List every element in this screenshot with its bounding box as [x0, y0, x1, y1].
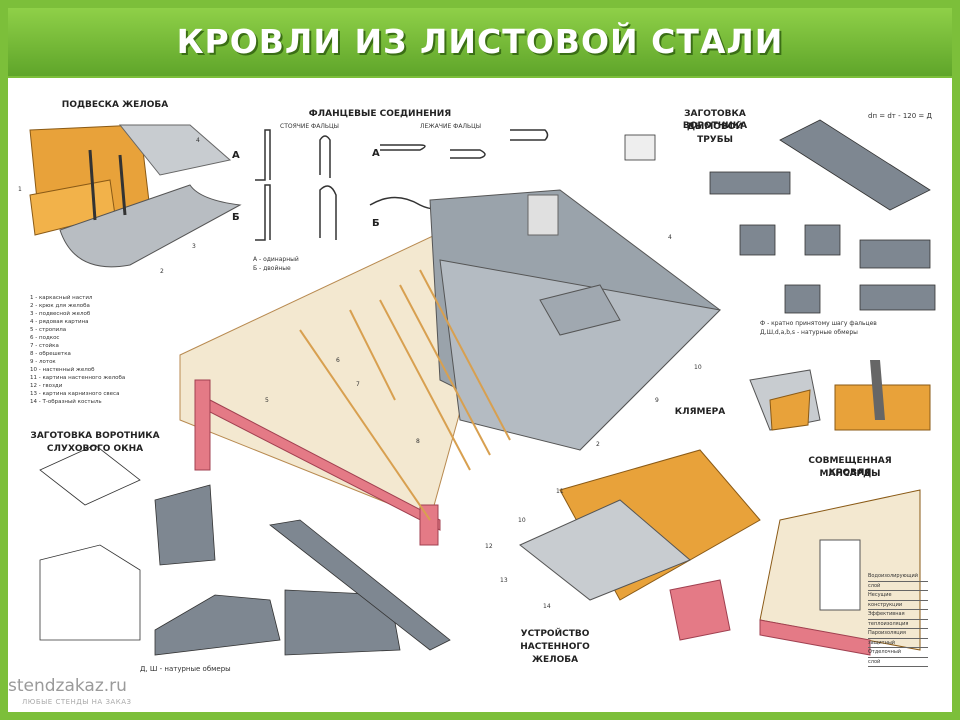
callout-number: 4	[196, 137, 200, 144]
legend-item: 13 - картина карнизного свеса	[30, 391, 120, 397]
watermark-subtitle: ЛЮБЫЕ СТЕНДЫ НА ЗАКАЗ	[22, 698, 132, 706]
legend-item: 4 - рядовая картина	[30, 319, 89, 325]
callout-number: 2	[596, 441, 600, 448]
formula-top: dп = dт - 120 = Д	[868, 112, 932, 120]
watermark: stendzakaz.ru	[8, 676, 127, 696]
cleats-caption: КЛЯМЕРА	[674, 407, 726, 417]
callout-number: 1	[18, 186, 22, 193]
mansard-layer: слой	[868, 658, 928, 667]
callout-number: 7	[356, 381, 360, 388]
lying-label-a: А	[372, 148, 380, 159]
callout-number: 10	[694, 364, 702, 371]
callout-number: 5	[265, 397, 269, 404]
cleats-figure	[749, 360, 931, 431]
legend-item: 8 - обрешетка	[30, 351, 71, 357]
chimney-collar-caption-3: ТРУБЫ	[697, 135, 733, 145]
legend-item: 9 - лоток	[30, 359, 56, 365]
mansard-layer: защитный	[868, 639, 928, 648]
lying-label-b: Б	[372, 218, 380, 229]
dormer-collar-figure	[39, 444, 451, 656]
gutter-hanging-figure	[29, 124, 242, 268]
callout-number: 10	[518, 517, 526, 524]
callout-number: 4	[668, 234, 672, 241]
wall-gutter-figure	[519, 449, 761, 641]
legend-item: 3 - подвесной желоб	[30, 311, 91, 317]
legend-item: 1 - каркасный настил	[30, 295, 93, 301]
mansard-layer: теплоизоляция	[868, 620, 928, 629]
callout-number: 8	[416, 438, 420, 445]
callout-number: 3	[192, 243, 196, 250]
callout-number: 13	[500, 577, 508, 584]
seam-label-a: А	[232, 150, 240, 161]
legend-item: 7 - стойка	[30, 343, 59, 349]
legend-item: 5 - стропила	[30, 327, 67, 333]
chimney-collar-figure	[624, 119, 936, 314]
wall-gutter-caption-3: ЖЕЛОБА	[531, 655, 579, 665]
mansard-caption-1: СОВМЕЩЕННАЯ КРОВЛЯ	[808, 456, 892, 478]
legend-list: 1 - каркасный настил 2 - крюк для желоба…	[30, 294, 125, 406]
mansard-layer: Несущие	[868, 591, 928, 601]
wall-gutter-caption-2: НАСТЕННОГО	[520, 642, 590, 652]
wall-gutter-caption-1: УСТРОЙСТВО	[520, 629, 590, 639]
mansard-caption-2: МАНСАРДЫ	[819, 469, 881, 479]
mansard-layer: Водоизолирующий	[868, 572, 928, 582]
flange-joints-caption: ФЛАНЦЕВЫЕ СОЕДИНЕНИЯ	[308, 109, 452, 119]
legend-item: 12 - гвозди	[30, 383, 63, 389]
dormer-collar-caption-2: СЛУХОВОГО ОКНА	[46, 444, 144, 454]
chimney-collar-caption-2: ДЫМОВОЙ	[687, 122, 743, 132]
callout-number: 14	[543, 603, 551, 610]
callout-number: 12	[485, 543, 493, 550]
legend-item: 14 - Т-образный костыль	[30, 399, 102, 405]
callout-number: 11	[556, 488, 564, 495]
mansard-layer: Эффективная	[868, 610, 928, 620]
mansard-layer: конструкции	[868, 601, 928, 610]
legend-item: 11 - картина настенного желоба	[30, 375, 126, 381]
chimney-collar-caption-1: ЗАГОТОВКА ВОРОТНИКА	[682, 109, 748, 131]
gutter-hanging-caption: ПОДВЕСКА ЖЕЛОБА	[61, 100, 169, 110]
legend-item: 2 - крюк для желоба	[30, 303, 90, 309]
legend-item: 6 - подкос	[30, 335, 60, 341]
formula-note-1: Ф - кратно принятому шагу фальцев	[760, 320, 877, 327]
dormer-note: Д, Ш - натурные обмеры	[140, 665, 231, 673]
house-figure	[179, 189, 722, 546]
legend-item: 10 - настенный желоб	[30, 367, 95, 373]
standing-seams-caption: СТОЯЧИЕ ФАЛЬЦЫ	[280, 123, 339, 130]
formula-note-2: Д,Ш,d,a,b,s - натурные обмеры	[760, 329, 858, 336]
callout-number: 2	[160, 268, 164, 275]
seam-desc-b: Б - двойные	[253, 265, 291, 272]
page-title: КРОВЛИ ИЗ ЛИСТОВОЙ СТАЛИ	[176, 22, 784, 61]
seam-label-b: Б	[232, 212, 240, 223]
title-band: КРОВЛИ ИЗ ЛИСТОВОЙ СТАЛИ	[8, 8, 952, 76]
seam-desc-a: А - одинарный	[253, 256, 299, 263]
dormer-collar-caption-1: ЗАГОТОВКА ВОРОТНИКА	[30, 431, 160, 441]
callout-number: 9	[655, 397, 659, 404]
mansard-layer: Пароизоляция	[868, 629, 928, 639]
mansard-layer: слой	[868, 582, 928, 591]
mansard-figure	[759, 489, 921, 656]
callout-number: 6	[336, 357, 340, 364]
lying-seams-caption: ЛЕЖАЧИЕ ФАЛЬЦЫ	[420, 123, 482, 130]
standing-seam-figure	[255, 129, 337, 241]
mansard-layers-table: Водоизолирующий слой Несущие конструкции…	[868, 572, 928, 667]
mansard-layer: Отделочный	[868, 648, 928, 658]
